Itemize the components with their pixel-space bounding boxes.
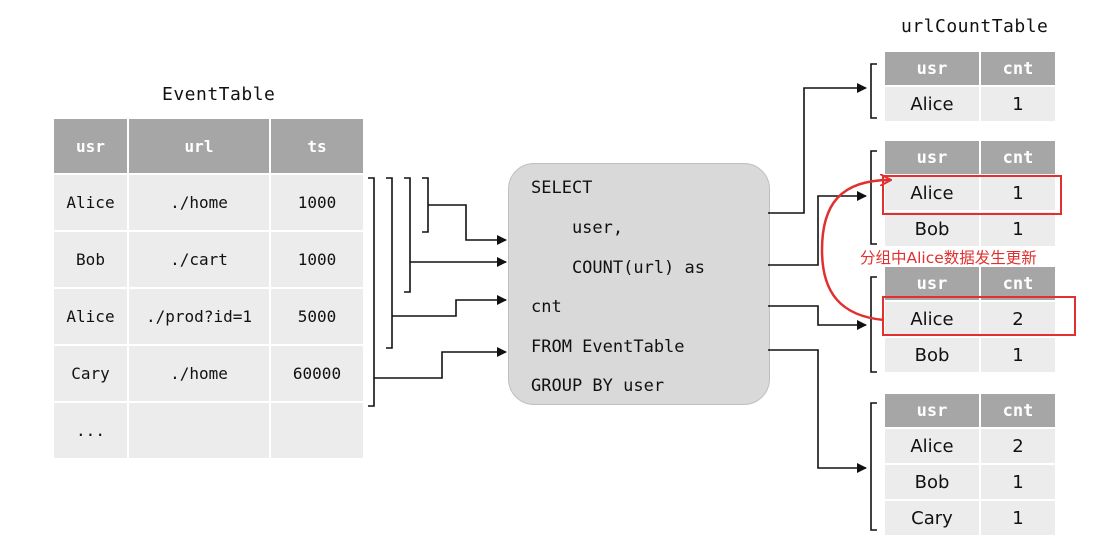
bracket-rows-2 <box>404 177 411 293</box>
event-cell: 1000 <box>271 232 363 287</box>
event-cell: ./prod?id=1 <box>129 289 269 344</box>
result-row: Cary 1 <box>885 501 1055 535</box>
result-header-usr: usr <box>885 267 979 300</box>
arrow-out-4 <box>768 349 867 473</box>
event-cell: 1000 <box>271 175 363 230</box>
event-cell: Alice <box>54 289 127 344</box>
result-cell: Alice <box>885 176 979 210</box>
event-header-ts: ts <box>271 119 363 173</box>
result-snapshot-3: usr cnt Alice 2 Bob 1 <box>883 265 1057 374</box>
result-row: Alice 2 <box>885 302 1055 336</box>
update-annotation: 分组中Alice数据发生更新 <box>860 249 1037 267</box>
arrow-in-1 <box>428 204 507 245</box>
result-row: Alice 1 <box>885 87 1055 121</box>
event-cell <box>129 403 269 458</box>
result-header-row: usr cnt <box>885 141 1055 174</box>
bracket-rows-1 <box>422 177 429 233</box>
sql-line: FROM EventTable <box>531 337 685 357</box>
result-cell: 1 <box>981 338 1055 372</box>
result-row: Bob 1 <box>885 212 1055 246</box>
sql-line: user, <box>531 218 624 238</box>
result-header-row: usr cnt <box>885 52 1055 85</box>
sql-line: GROUP BY user <box>531 376 665 396</box>
result-cell: Bob <box>885 212 979 246</box>
result-snapshot-2: usr cnt Alice 1 Bob 1 <box>883 139 1057 248</box>
event-table-row: Bob ./cart 1000 <box>54 232 363 287</box>
event-cell: ./home <box>129 346 269 401</box>
highlight-alice-after <box>882 296 1076 336</box>
event-cell <box>271 403 363 458</box>
bracket-result-3 <box>870 276 877 373</box>
bracket-rows-4 <box>368 177 375 407</box>
event-cell: 5000 <box>271 289 363 344</box>
event-table: usr url ts Alice ./home 1000 Bob ./cart … <box>52 117 365 460</box>
result-cell: 1 <box>981 501 1055 535</box>
bracket-result-2 <box>870 150 877 245</box>
bracket-result-4 <box>870 402 877 531</box>
result-cell: 1 <box>981 212 1055 246</box>
bracket-rows-3 <box>386 177 393 349</box>
event-header-usr: usr <box>54 119 127 173</box>
event-cell: ./home <box>129 175 269 230</box>
result-snapshot-4: usr cnt Alice 2 Bob 1 Cary 1 <box>883 392 1057 537</box>
arrow-in-3 <box>392 295 507 317</box>
result-cell: 1 <box>981 87 1055 121</box>
sql-line: COUNT(url) as <box>531 258 705 278</box>
result-cell: Bob <box>885 338 979 372</box>
event-table-row: Cary ./home 60000 <box>54 346 363 401</box>
result-header-row: usr cnt <box>885 267 1055 300</box>
event-cell: 60000 <box>271 346 363 401</box>
event-header-url: url <box>129 119 269 173</box>
result-row: Alice 2 <box>885 429 1055 463</box>
result-cell: Alice <box>885 429 979 463</box>
result-header-cnt: cnt <box>981 141 1055 174</box>
result-cell: Alice <box>885 302 979 336</box>
result-header-usr: usr <box>885 52 979 85</box>
result-header-cnt: cnt <box>981 267 1055 300</box>
event-cell: Cary <box>54 346 127 401</box>
result-cell: Alice <box>885 87 979 121</box>
event-cell: ... <box>54 403 127 458</box>
url-count-table-title: urlCountTable <box>901 16 1049 37</box>
result-cell: Cary <box>885 501 979 535</box>
result-snapshot-1: usr cnt Alice 1 <box>883 50 1057 123</box>
event-table-title: EventTable <box>162 84 276 105</box>
result-header-cnt: cnt <box>981 52 1055 85</box>
event-table-header-row: usr url ts <box>54 119 363 173</box>
update-curve-arrow <box>820 180 890 322</box>
result-cell: 2 <box>981 429 1055 463</box>
result-cell: 2 <box>981 302 1055 336</box>
event-table-row: Alice ./home 1000 <box>54 175 363 230</box>
sql-query-box: SELECT user, COUNT(url) as cnt FROM Even… <box>508 163 770 405</box>
event-cell: Alice <box>54 175 127 230</box>
event-table-row: ... <box>54 403 363 458</box>
result-header-usr: usr <box>885 394 979 427</box>
arrow-out-3 <box>768 305 867 330</box>
result-row: Bob 1 <box>885 465 1055 499</box>
arrow-out-1 <box>768 83 867 214</box>
result-header-row: usr cnt <box>885 394 1055 427</box>
sql-line: cnt <box>531 297 562 317</box>
highlight-alice-before <box>882 175 1062 215</box>
event-table-row: Alice ./prod?id=1 5000 <box>54 289 363 344</box>
result-header-cnt: cnt <box>981 394 1055 427</box>
bracket-result-1 <box>870 63 877 119</box>
result-row: Alice 1 <box>885 176 1055 210</box>
result-cell: Bob <box>885 465 979 499</box>
event-cell: Bob <box>54 232 127 287</box>
event-cell: ./cart <box>129 232 269 287</box>
result-cell: 1 <box>981 176 1055 210</box>
result-row: Bob 1 <box>885 338 1055 372</box>
result-cell: 1 <box>981 465 1055 499</box>
arrow-in-4 <box>374 347 507 379</box>
sql-line: SELECT <box>531 178 593 198</box>
result-header-usr: usr <box>885 141 979 174</box>
arrow-out-2 <box>768 191 867 266</box>
